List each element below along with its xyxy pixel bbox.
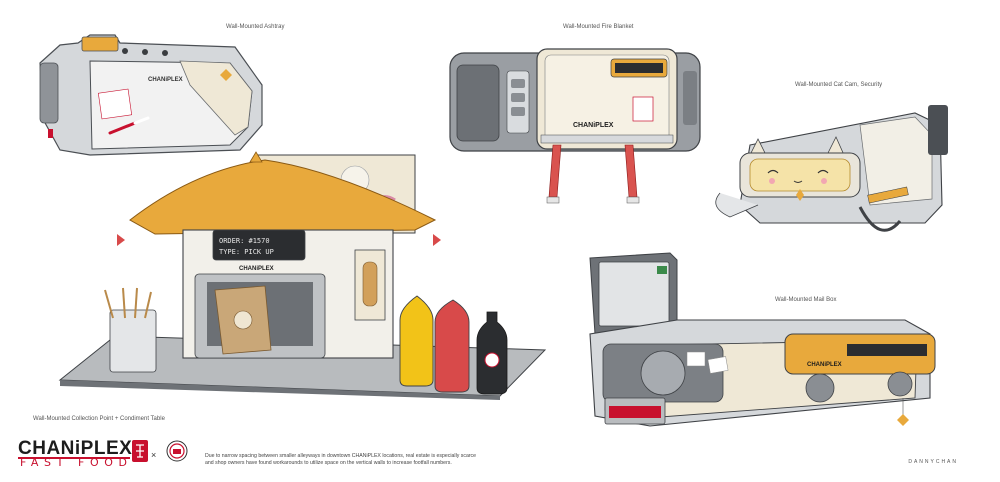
- collab-x-mark: ×: [151, 450, 157, 460]
- mail-box-brand-text: CHANiPLEX: [807, 362, 842, 368]
- footer-line-2: and shop owners have found workarounds t…: [205, 460, 452, 466]
- cat-cam-illustration: [715, 105, 948, 232]
- partner-emblem-icon: [166, 440, 188, 462]
- collection-point-illustration: ORDER: #1570 TYPE: PICK UP CHANiPLEX: [58, 151, 547, 400]
- kiosk-screen-line1: ORDER: #1570: [219, 237, 270, 245]
- footer-description: Due to narrow spacing between smaller al…: [205, 453, 535, 467]
- kiosk-brand-text: CHANiPLEX: [239, 266, 274, 272]
- mail-box-illustration: CHANiPLEX: [589, 252, 936, 427]
- caption-fire-blanket: Wall-Mounted Fire Blanket: [563, 24, 634, 30]
- ashtray-brand-text: CHANiPLEX: [148, 77, 183, 83]
- footer-line-1: Due to narrow spacing between smaller al…: [205, 453, 477, 459]
- caption-collection-point: Wall-Mounted Collection Point + Condimen…: [33, 416, 165, 422]
- caption-mail-box: Wall-Mounted Mail Box: [775, 297, 837, 303]
- brand-logo-rule: [18, 457, 130, 459]
- fire-blanket-illustration: CHANiPLEX: [449, 48, 701, 204]
- fire-blanket-brand-text: CHANiPLEX: [573, 122, 614, 129]
- artist-signature: DANNYCHAN: [908, 459, 958, 465]
- caption-cat-cam: Wall-Mounted Cat Cam, Security: [795, 82, 883, 88]
- brand-seal-icon: [132, 440, 148, 462]
- brand-logo-subtitle: FAST FOOD: [20, 456, 133, 469]
- brand-logo-wordmark: CHANiPLEX: [18, 438, 133, 459]
- kiosk-screen-line2: TYPE: PICK UP: [219, 248, 274, 256]
- caption-ashtray: Wall-Mounted Ashtray: [226, 24, 285, 30]
- ashtray-illustration: CHANiPLEX: [39, 34, 263, 156]
